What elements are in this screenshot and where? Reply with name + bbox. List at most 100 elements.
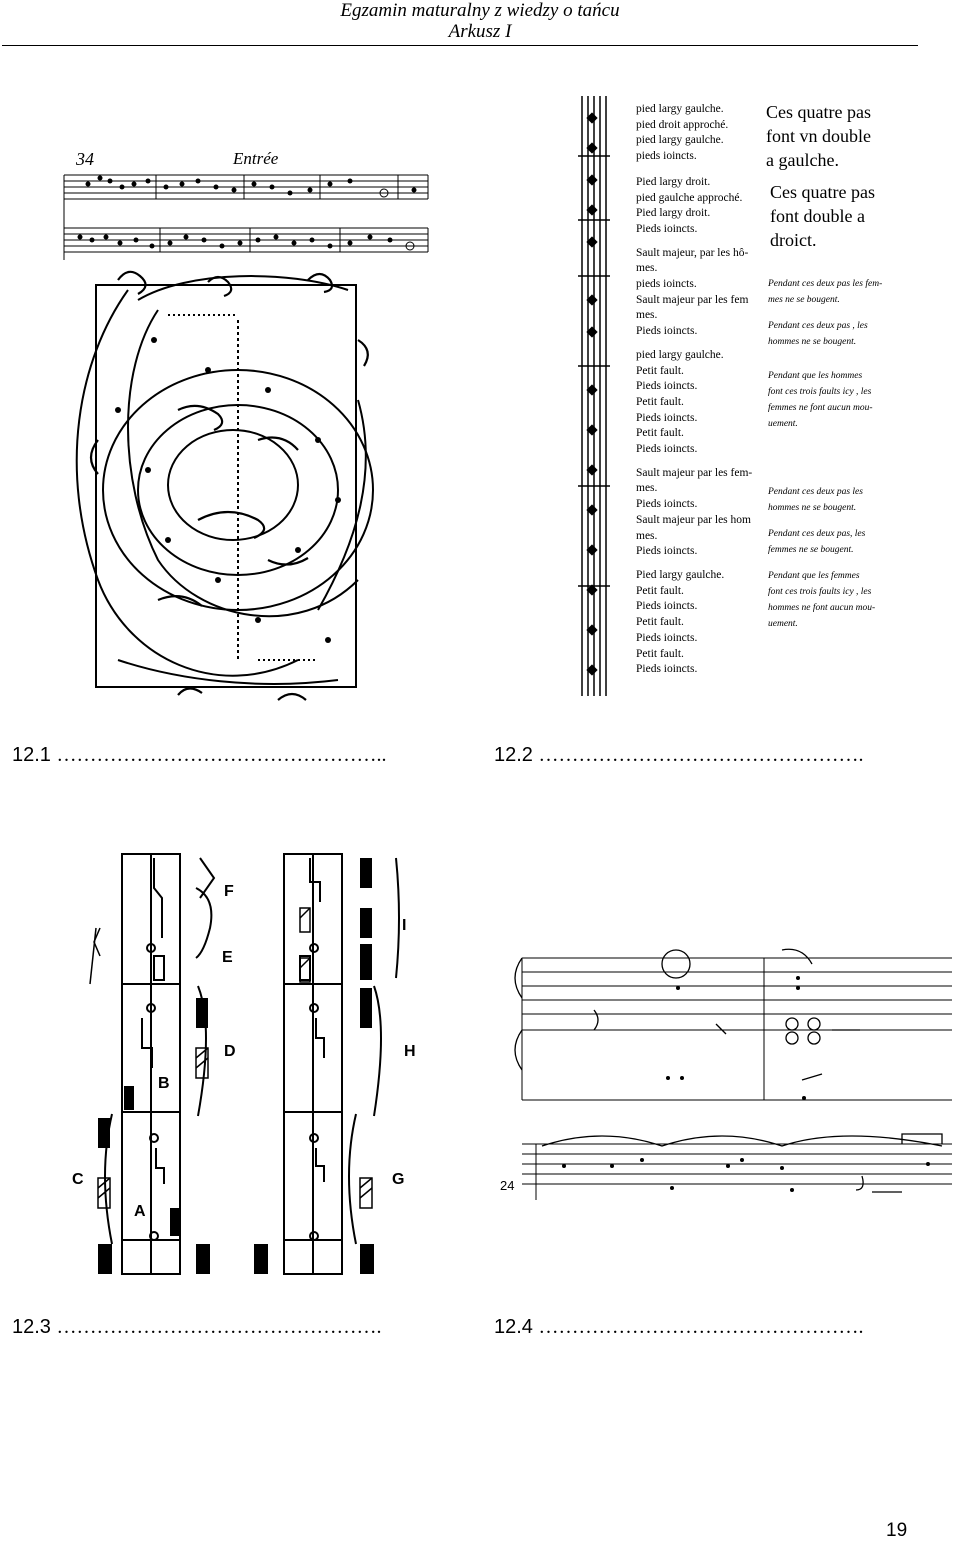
- step-line: mes.: [636, 482, 658, 495]
- note-line: hommes ne se bougent.: [768, 503, 857, 513]
- note-line: font vn double: [766, 126, 871, 146]
- note-line: font double a: [770, 206, 865, 226]
- score-bar-lines: [155, 175, 399, 252]
- step-line: pieds ioincts.: [636, 278, 697, 291]
- step-line: mes.: [636, 262, 658, 275]
- step-dots: [115, 337, 341, 643]
- page-number: 19: [886, 1520, 908, 1541]
- step-line: pied largy gaulche.: [636, 103, 724, 115]
- step-line: Pieds ioincts.: [636, 380, 698, 393]
- note-line: Ces quatre pas: [770, 182, 875, 202]
- step-names: pied largy gaulche. pied droit approché.…: [636, 102, 786, 678]
- note-line: Pendant ces deux pas les fem-: [768, 279, 883, 289]
- laban-letters: F E D B C A I H G: [72, 883, 416, 1220]
- note-line: femmes ne se bougent.: [768, 545, 854, 555]
- figure-12-4-movement-score: 24: [500, 948, 952, 1200]
- step-ornaments: [89, 270, 369, 701]
- step-line: pied largy gaulche.: [636, 348, 724, 361]
- note-line: font ces trois faults icy , les: [768, 587, 872, 597]
- step-line: Pieds ioincts.: [636, 325, 698, 338]
- score-number: 34: [75, 149, 94, 169]
- step-line: Petit fault.: [636, 427, 684, 440]
- figure-12-2-tabulature: pied largy gaulche. pied droit approché.…: [574, 96, 914, 704]
- letter-B: B: [158, 1075, 170, 1092]
- note-line: Pendant ces deux pas, les: [768, 529, 866, 539]
- note-line: Pendant que les hommes: [768, 371, 863, 381]
- step-line: Pied largy gaulche.: [636, 568, 725, 581]
- measure-number: 24: [500, 1178, 514, 1193]
- figure-12-1-feuillet-notation: 34 Entrée: [63, 149, 429, 701]
- step-line: Sault majeur par les hom: [636, 513, 751, 526]
- score-staff-upper: [521, 957, 952, 1200]
- letter-G: G: [392, 1171, 404, 1188]
- header-exam-title: Egzamin maturalny z wiedzy o tańcu: [340, 0, 620, 21]
- staff-lower: [64, 227, 429, 253]
- step-line: Pieds ioincts.: [636, 663, 698, 676]
- step-line: pied largy gaulche.: [636, 134, 724, 147]
- answer-dots: ………………………………………….: [56, 1316, 382, 1338]
- step-line: Pieds ioincts.: [636, 498, 698, 511]
- note-line: hommes ne se bougent.: [768, 337, 857, 347]
- step-line: Petit fault.: [636, 647, 684, 660]
- label-12-2: 12.2 ………………………………………….: [494, 744, 864, 767]
- header-rule: [2, 45, 918, 46]
- step-line: mes.: [636, 529, 658, 542]
- note-line: Pendant que les femmes: [768, 571, 860, 581]
- tabulature-staff: [578, 96, 610, 696]
- note-line: droict.: [770, 230, 817, 250]
- laban-solid-blocks: [98, 858, 374, 1274]
- note-line: hommes ne font aucun mou-: [768, 603, 876, 613]
- step-line: pieds ioincts.: [636, 150, 697, 163]
- letter-D: D: [224, 1043, 236, 1060]
- letter-E: E: [222, 949, 233, 966]
- label-number: 12.4: [494, 1316, 533, 1338]
- score-symbols: [514, 948, 943, 1193]
- step-line: Pieds ioincts.: [636, 545, 698, 558]
- label-number: 12.2: [494, 744, 533, 766]
- answer-dots: ………………………………………….: [538, 744, 864, 766]
- step-line: mes.: [636, 309, 658, 322]
- label-12-3: 12.3 ………………………………………….: [12, 1316, 382, 1339]
- letter-H: H: [404, 1043, 416, 1060]
- step-line: Petit fault.: [636, 364, 684, 377]
- note-line: uement.: [768, 619, 798, 629]
- floor-frame: [95, 284, 357, 688]
- answer-dots: …………………………………………..: [56, 744, 387, 766]
- small-notes: Pendant ces deux pas les fem- mes ne se …: [768, 276, 914, 632]
- step-line: Sault majeur par les fem-: [636, 466, 753, 479]
- note-line: a gaulche.: [766, 150, 839, 170]
- step-line: Pieds ioincts.: [636, 600, 698, 613]
- big-notes-1: Ces quatre pas font vn double a gaulche.: [766, 100, 871, 172]
- note-line: Pendant ces deux pas les: [768, 487, 863, 497]
- letter-I: I: [402, 917, 406, 934]
- step-line: Pieds ioincts.: [636, 222, 698, 235]
- score-notes: [77, 175, 417, 251]
- score-title: Entrée: [232, 149, 279, 168]
- big-notes-2: Ces quatre pas font double a droict.: [770, 180, 875, 252]
- staff-upper: [63, 174, 429, 260]
- step-line: Pieds ioincts.: [636, 631, 698, 644]
- label-12-4: 12.4 ………………………………………….: [494, 1316, 864, 1339]
- note-line: mes ne se bougent.: [768, 295, 840, 305]
- step-line: Petit fault.: [636, 395, 684, 408]
- step-line: Sault majeur, par les hô-: [636, 246, 749, 259]
- letter-A: A: [134, 1203, 146, 1220]
- step-line: Pieds ioincts.: [636, 411, 698, 424]
- step-line: pied droit approché.: [636, 118, 729, 131]
- step-line: Pied largy droit.: [636, 175, 711, 188]
- answer-dots: ………………………………………….: [538, 1316, 864, 1338]
- step-line: Petit fault.: [636, 584, 684, 597]
- laban-hatched-blocks: [89, 907, 373, 1209]
- step-line: Sault majeur par les fem: [636, 293, 749, 306]
- note-line: font ces trois faults icy , les: [768, 387, 872, 397]
- laban-symbols: [104, 857, 400, 1245]
- score-marks: [562, 976, 930, 1192]
- dance-tracks: [75, 275, 374, 685]
- step-line: Pied largy droit.: [636, 207, 711, 220]
- letter-C: C: [72, 1171, 84, 1188]
- figure-12-3-labanotation: F E D B C A I H G: [72, 853, 416, 1275]
- letter-F: F: [224, 883, 234, 900]
- note-line: uement.: [768, 419, 798, 429]
- label-12-1: 12.1 …………………………………………..: [12, 744, 387, 767]
- step-line: Petit fault.: [636, 616, 684, 629]
